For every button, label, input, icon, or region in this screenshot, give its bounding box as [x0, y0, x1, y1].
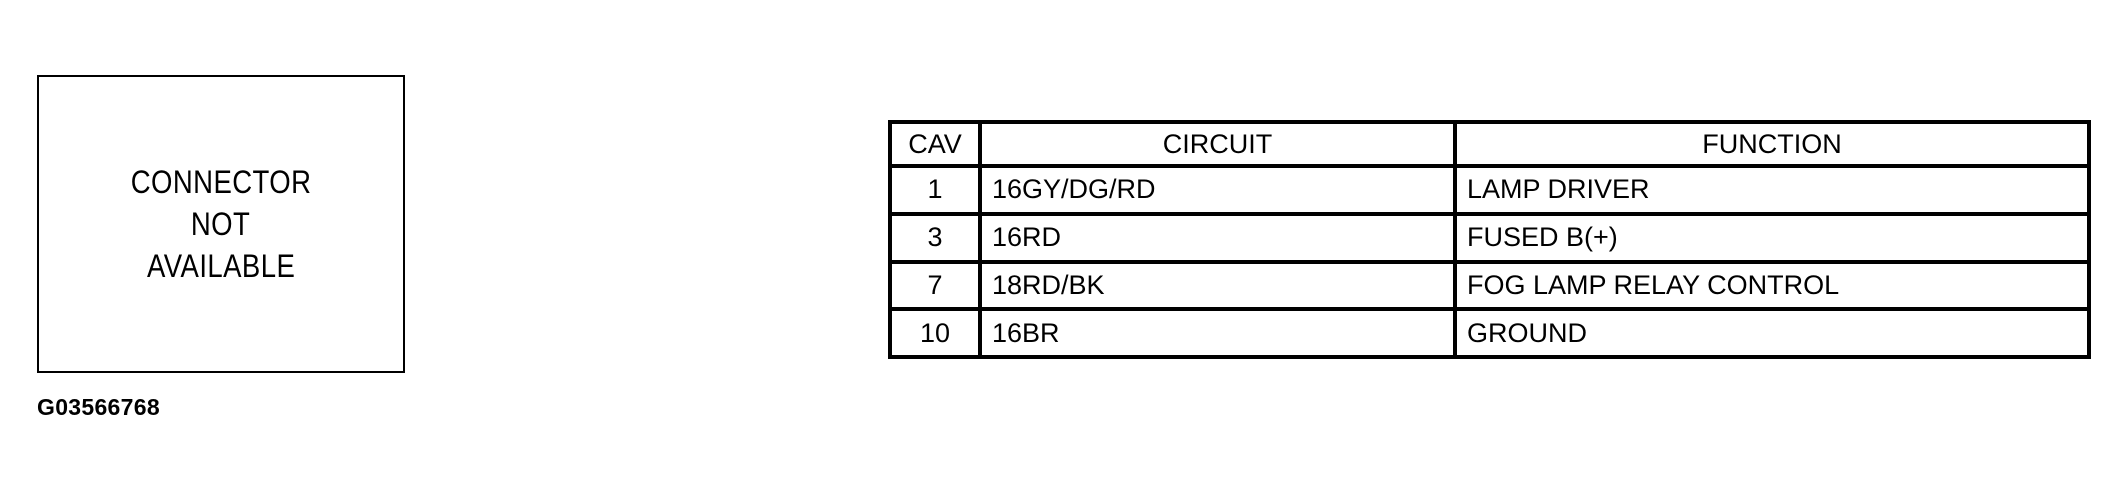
table-header-row: CAV CIRCUIT FUNCTION [888, 120, 2091, 168]
figure-id: G03566768 [37, 394, 160, 420]
connector-text-line-3: AVAILABLE [146, 248, 296, 284]
cell-cav: 1 [888, 164, 982, 216]
cell-cav: 10 [888, 307, 982, 359]
header-circuit: CIRCUIT [978, 120, 1457, 168]
cell-cav: 3 [888, 211, 982, 264]
table-row: 3 16RD FUSED B(+) [888, 211, 2091, 264]
cell-circuit: 16BR [978, 307, 1457, 359]
cell-function: LAMP DRIVER [1453, 164, 2091, 216]
cell-function: FOG LAMP RELAY CONTROL [1453, 259, 2091, 312]
connector-text-line-1: CONNECTOR [130, 164, 312, 200]
cell-circuit: 16RD [978, 211, 1457, 264]
cell-circuit: 16GY/DG/RD [978, 164, 1457, 216]
cell-function: FUSED B(+) [1453, 211, 2091, 264]
table-row: 10 16BR GROUND [888, 307, 2091, 359]
cell-circuit: 18RD/BK [978, 259, 1457, 312]
table-row: 1 16GY/DG/RD LAMP DRIVER [888, 164, 2091, 216]
header-cav: CAV [888, 120, 982, 168]
connector-text-line-2: NOT [191, 206, 251, 242]
table-row: 7 18RD/BK FOG LAMP RELAY CONTROL [888, 259, 2091, 312]
cell-function: GROUND [1453, 307, 2091, 359]
header-function: FUNCTION [1453, 120, 2091, 168]
connector-pinout-table: CAV CIRCUIT FUNCTION 1 16GY/DG/RD LAMP D… [888, 120, 2091, 359]
connector-placeholder: CONNECTOR NOT AVAILABLE [37, 75, 405, 373]
cell-cav: 7 [888, 259, 982, 312]
